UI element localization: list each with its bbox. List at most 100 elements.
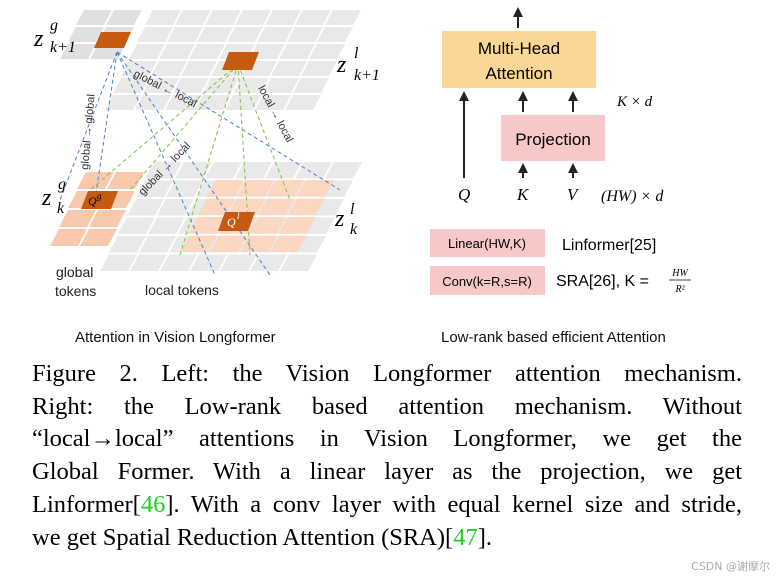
token-cell (137, 27, 173, 42)
svg-text:g: g (58, 176, 66, 193)
svg-text:l: l (237, 211, 240, 221)
token-cell (190, 254, 227, 271)
token-cell (157, 199, 194, 216)
token-cell (205, 162, 242, 179)
watermark: CSDN @谢摩尔 (691, 560, 770, 573)
k-label: K (516, 185, 530, 204)
token-cell (136, 180, 173, 197)
local-window-cell (288, 198, 325, 215)
multi-head-attention-box (442, 31, 596, 88)
linformer-label: Linformer[25] (562, 237, 656, 254)
sra-label: SRA[26], K = (556, 273, 649, 290)
token-cell (225, 95, 261, 110)
local-window-cell (207, 180, 244, 197)
local-window-cell (297, 180, 334, 197)
global-token-cell (60, 44, 96, 59)
conv-label: Conv(k=R,s=R) (442, 274, 532, 289)
svg-text:g: g (50, 17, 58, 34)
token-cell (189, 44, 225, 59)
token-cell (143, 78, 179, 93)
token-cell (159, 44, 195, 59)
token-cell (127, 199, 164, 216)
z-local-top-label: z l k+1 (336, 45, 380, 84)
token-cell (113, 78, 149, 93)
caption-line-6-end: ]. (477, 523, 492, 551)
global-query-cell-top (94, 32, 131, 48)
token-cell (295, 162, 332, 179)
token-cell (263, 78, 299, 93)
svg-text:l: l (354, 45, 359, 62)
token-cell (309, 44, 345, 59)
token-cell (287, 27, 323, 42)
hwd-label: (HW) × d (601, 188, 664, 205)
token-cell (145, 10, 181, 25)
token-cell (135, 95, 171, 110)
local-window-cell (258, 198, 295, 215)
caption-line-2: Right: the Low-rank based attention mech… (32, 392, 742, 420)
left-panel: z g k+1 z l k+1 z g k z l k global ← loc… (33, 10, 380, 346)
svg-text:Q: Q (227, 215, 236, 229)
token-cell (235, 162, 272, 179)
token-cell (255, 95, 291, 110)
caption-line-5-start: Linformer[ (32, 490, 141, 518)
token-cell (295, 10, 331, 25)
token-cell (227, 27, 263, 42)
svg-text:g: g (97, 191, 102, 201)
caption-line-6-start: we get Spatial Reduction Attention (SRA)… (32, 523, 454, 551)
svg-text:l: l (350, 201, 355, 218)
label-global-to-global: global → global (79, 94, 98, 171)
token-cell (197, 27, 233, 42)
global-token-cell (80, 229, 117, 246)
citation-link-47[interactable]: 47 (453, 523, 478, 551)
global-tokens-label-line1: global (56, 264, 93, 280)
token-cell (220, 254, 257, 271)
linear-box (430, 229, 545, 257)
local-window-cell (249, 217, 286, 234)
token-cell (293, 78, 329, 93)
token-cell (165, 95, 201, 110)
local-window-cell (210, 235, 247, 252)
global-token-cell (106, 10, 142, 25)
token-cell (175, 10, 211, 25)
token-cell (317, 27, 353, 42)
token-cell (279, 44, 315, 59)
token-cell (166, 180, 203, 197)
global-token-cell (50, 229, 87, 246)
query-global-label: Q g (88, 191, 102, 208)
attention-lines (59, 51, 341, 276)
local-query-cell-bottom (218, 212, 255, 231)
token-cell (130, 254, 167, 271)
local-tokens-label: local tokens (145, 282, 219, 298)
token-cell (325, 162, 362, 179)
global-tokens-label-line2: tokens (55, 283, 96, 299)
local-window-cell (270, 235, 307, 252)
token-cell (160, 254, 197, 271)
token-cell (249, 44, 285, 59)
figure-diagram: z g k+1 z l k+1 z g k z l k global ← loc… (33, 7, 691, 346)
query-local-label: Q l (227, 211, 240, 229)
caption-line-5-end: ]. With a conv layer with equal kernel s… (165, 490, 742, 518)
svg-text:k+1: k+1 (354, 67, 380, 84)
token-cell (175, 162, 212, 179)
caption-line-3: “local→local” attentions in Vision Longf… (32, 425, 742, 453)
token-cell (105, 95, 141, 110)
token-cell (121, 61, 157, 76)
projection-label: Projection (515, 130, 591, 149)
z-local-bottom-label: z l k (334, 201, 358, 238)
token-cell (301, 61, 337, 76)
local-window-cell (180, 235, 217, 252)
z-global-top-label: z g k+1 (33, 17, 76, 56)
caption-line-4: Global Former. With a linear layer as th… (32, 458, 742, 486)
token-cell (203, 78, 239, 93)
token-cell (145, 162, 182, 179)
token-cell (118, 217, 155, 234)
projection-box (501, 115, 605, 161)
token-cell (195, 95, 231, 110)
kd-label: K × d (616, 94, 653, 110)
local-tokens-grid-bottom (100, 162, 362, 271)
global-token-cell (68, 27, 104, 42)
citation-link-46[interactable]: 46 (140, 490, 166, 518)
svg-text:k: k (57, 200, 65, 217)
svg-text:k+1: k+1 (50, 39, 76, 56)
local-window-cell (279, 217, 316, 234)
